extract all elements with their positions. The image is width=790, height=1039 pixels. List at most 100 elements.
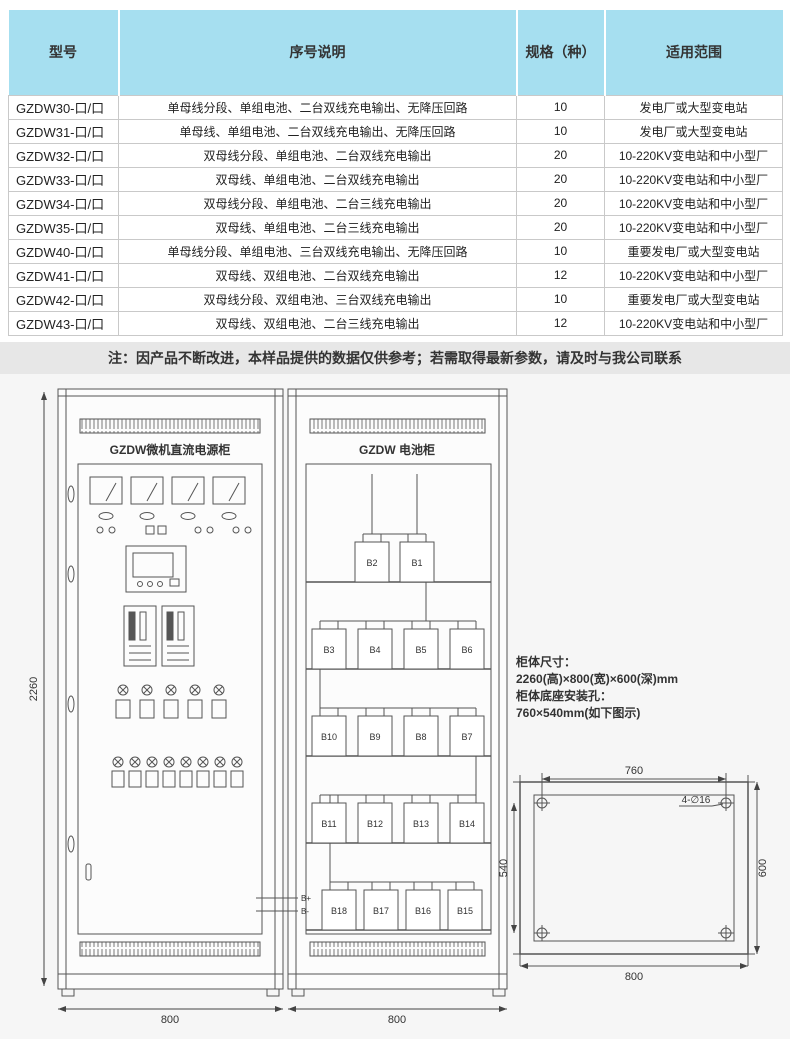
bus-positive-label: B+ [301,894,311,903]
battery-cell: B17 [363,881,399,930]
col-header-desc: 序号说明 [117,10,517,95]
top-vent-grille [309,418,486,433]
cabinet-foot [61,988,75,996]
cell-range: 发电厂或大型变电站 [604,118,783,144]
meter-icon [212,476,246,504]
col-header-range: 适用范围 [603,10,783,95]
bottom-vent-grille [79,941,261,956]
cell-desc: 双母线、单组电池、二台三线充电输出 [118,214,517,240]
cell-spec: 20 [516,166,605,192]
cell-range: 10-220KV变电站和中小型厂 [604,142,783,168]
battery-cell: B18 [321,881,357,930]
cell-model: GZDW40-口/口 [8,238,119,264]
battery-label: B15 [457,906,473,916]
button-icon [145,525,155,534]
battery-label: B10 [321,732,337,742]
battery-cell: B1 [399,533,435,582]
mount-hole [718,794,734,811]
cell-range: 10-220KV变电站和中小型厂 [604,214,783,240]
battery-label: B7 [461,732,472,742]
monitor-module [125,545,187,592]
front-panel [305,463,492,934]
button-icon [157,525,167,534]
cabinet-foot [492,988,506,996]
meter-icon [130,476,164,504]
cell-spec: 10 [516,94,605,120]
display-screen [132,552,174,577]
battery-label: B13 [413,819,429,829]
note-bar: 注：因产品不断改进，本样品提供的数据仅供参考；若需取得最新参数，请及时与我公司联… [0,341,790,374]
top-vent-grille [79,418,261,433]
cell-model: GZDW41-口/口 [8,262,119,288]
battery-label: B6 [461,645,472,655]
cell-model: GZDW35-口/口 [8,214,119,240]
mount-hole [534,794,550,811]
spec-table: 型号 序号说明 规格（种） 适用范围 GZDW30-口/口单母线分段、单组电池、… [8,10,783,336]
col-header-spec: 规格（种） [515,10,605,95]
breaker-icon [163,756,175,767]
battery-label: B1 [411,558,422,568]
battery-cell: B8 [403,707,439,756]
spec-line-4: 760×540mm(如下图示) [516,705,640,720]
cell-range: 10-220KV变电站和中小型厂 [604,262,783,288]
mount-left-dim: 540 [498,858,510,876]
breaker-icon [231,756,243,767]
bottom-vent-grille [309,941,486,956]
table-header-row: 型号 序号说明 规格（种） 适用范围 [8,10,783,95]
mount-hole [718,924,734,941]
cell-range: 重要发电厂或大型变电站 [604,286,783,312]
charger-module [161,605,195,666]
hinge-icon [67,695,75,712]
cell-desc: 单母线分段、单组电池、二台双线充电输出、无降压回路 [118,94,517,120]
spec-table-section: 型号 序号说明 规格（种） 适用范围 GZDW30-口/口单母线分段、单组电池、… [0,0,790,336]
mount-top-dim: 760 [625,765,643,777]
breaker-icon [112,756,124,767]
cell-desc: 双母线分段、双组电池、三台双线充电输出 [118,286,517,312]
battery-label: B12 [367,819,383,829]
cell-desc: 双母线分段、单组电池、二台三线充电输出 [118,190,517,216]
cell-range: 10-220KV变电站和中小型厂 [604,310,783,336]
battery-cabinet-title: GZDW 电池柜 [359,442,435,457]
indicator-lamp-icon [194,526,202,533]
power-cabinet-width-dim: 800 [161,1014,179,1026]
indicator-lamp-icon [206,526,214,533]
battery-cabinet-width-dim: 800 [388,1014,406,1026]
breaker-icon [117,684,129,695]
mount-hole [534,924,550,941]
battery-label: B2 [366,558,377,568]
hinge-icon [67,565,75,582]
cell-spec: 20 [516,214,605,240]
breaker-icon [141,684,153,695]
battery-cell: B15 [447,881,483,930]
charger-module [123,605,157,666]
battery-label: B18 [331,906,347,916]
cell-spec: 20 [516,142,605,168]
breaker-icon [146,756,158,767]
cell-spec: 10 [516,118,605,144]
power-cabinet-internals [67,476,252,852]
battery-label: B8 [415,732,426,742]
battery-cell: B7 [449,707,485,756]
cell-desc: 双母线、双组电池、二台双线充电输出 [118,262,517,288]
spec-line-2: 2260(高)×800(宽)×600(深)mm [516,671,678,686]
cell-model: GZDW43-口/口 [8,310,119,336]
cell-spec: 10 [516,238,605,264]
bus-negative-label: B- [301,907,309,916]
cell-spec: 20 [516,190,605,216]
cell-model: GZDW32-口/口 [8,142,119,168]
cell-desc: 双母线、双组电池、二台三线充电输出 [118,310,517,336]
cell-model: GZDW34-口/口 [8,190,119,216]
cabinet-dimension-lines [41,391,507,1012]
battery-cell: B5 [403,620,439,669]
